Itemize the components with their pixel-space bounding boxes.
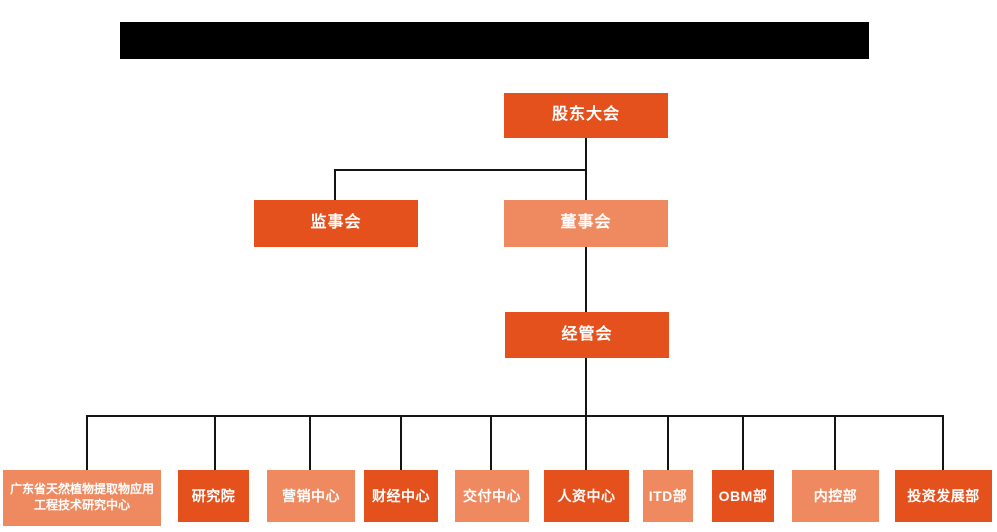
connector-drop-itd-dept xyxy=(667,415,669,470)
node-management-committee: 经管会 xyxy=(505,312,669,358)
node-shareholders-meeting: 股东大会 xyxy=(504,93,668,138)
node-board-of-directors: 董事会 xyxy=(504,200,668,247)
connector-departments-bus xyxy=(86,415,944,417)
connector-supervisors-horizontal xyxy=(334,169,587,171)
node-obm-department: OBM部 xyxy=(712,470,774,522)
node-hr-center: 人资中心 xyxy=(544,470,629,522)
node-investment-development-department: 投资发展部 xyxy=(895,470,992,522)
node-research-institute: 研究院 xyxy=(178,470,249,522)
connector-drop-research-institute xyxy=(214,415,216,470)
connector-drop-hr-center xyxy=(585,415,587,470)
node-delivery-center: 交付中心 xyxy=(455,470,529,522)
node-internal-control-department: 内控部 xyxy=(792,470,879,522)
node-itd-department: ITD部 xyxy=(643,470,693,522)
node-marketing-center: 营销中心 xyxy=(267,470,355,522)
connector-supervisors-drop xyxy=(334,169,336,200)
connector-drop-internal-control-dept xyxy=(834,415,836,470)
connector-management-down xyxy=(585,358,587,416)
connector-directors-to-management xyxy=(585,247,587,312)
connector-drop-finance-center xyxy=(400,415,402,470)
redacted-title-bar xyxy=(120,22,869,59)
connector-drop-research-center xyxy=(86,415,88,470)
node-guangdong-plant-extract-research-center: 广东省天然植物提取物应用工程技术研究中心 xyxy=(3,470,161,526)
node-finance-center: 财经中心 xyxy=(364,470,438,522)
connector-drop-investment-dept xyxy=(942,415,944,470)
node-board-of-supervisors: 监事会 xyxy=(254,200,418,247)
connector-drop-obm-dept xyxy=(742,415,744,470)
connector-drop-delivery-center xyxy=(490,415,492,470)
connector-drop-marketing-center xyxy=(309,415,311,470)
